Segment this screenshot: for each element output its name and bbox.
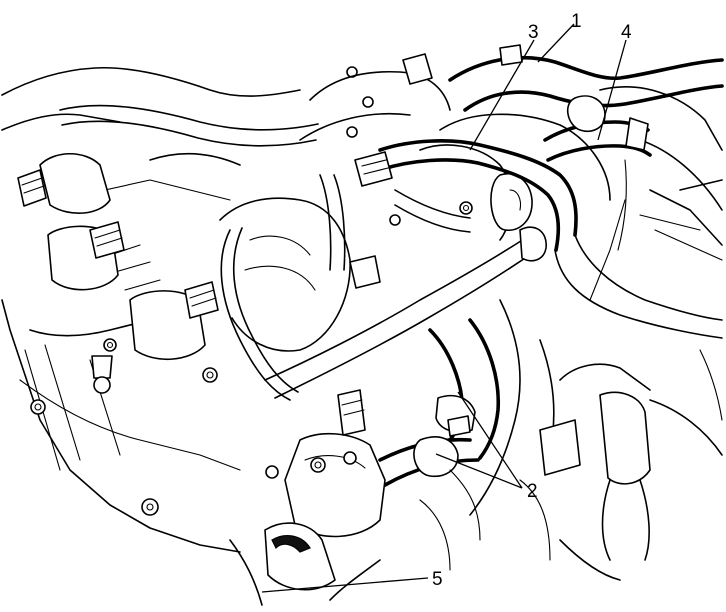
leader-5 bbox=[261, 577, 429, 593]
ignition-coil-3 bbox=[129, 281, 219, 360]
leader-2b bbox=[435, 453, 523, 489]
vacuum-tubes bbox=[59, 104, 471, 401]
intake-manifold bbox=[219, 70, 533, 352]
leader-3 bbox=[469, 39, 535, 151]
ignition-coil-2 bbox=[47, 221, 125, 291]
cylinder-head-cover bbox=[1, 66, 301, 553]
callout-2: 2 bbox=[527, 481, 538, 502]
center-pipe bbox=[264, 226, 547, 399]
ignition-coil-1 bbox=[17, 153, 111, 215]
leader-lines bbox=[261, 23, 627, 593]
leader-2a bbox=[457, 391, 523, 489]
hose-2 bbox=[378, 318, 501, 487]
hose-4 bbox=[543, 95, 652, 162]
lower-right-brackets bbox=[469, 299, 723, 581]
leader-1 bbox=[537, 23, 575, 63]
leader-4 bbox=[597, 39, 627, 141]
hose-3 bbox=[378, 139, 723, 339]
throttle-body bbox=[439, 86, 723, 261]
hose-5 bbox=[229, 522, 381, 606]
callout-3: 3 bbox=[528, 22, 539, 43]
detail-lines bbox=[419, 159, 723, 571]
callout-1: 1 bbox=[571, 11, 582, 32]
water-outlet-housing bbox=[284, 389, 386, 538]
spark-plug-stud bbox=[91, 355, 113, 394]
head-bolts bbox=[30, 66, 473, 516]
callout-4: 4 bbox=[621, 22, 632, 43]
electrical-connectors bbox=[349, 44, 523, 289]
callout-5: 5 bbox=[432, 569, 443, 590]
